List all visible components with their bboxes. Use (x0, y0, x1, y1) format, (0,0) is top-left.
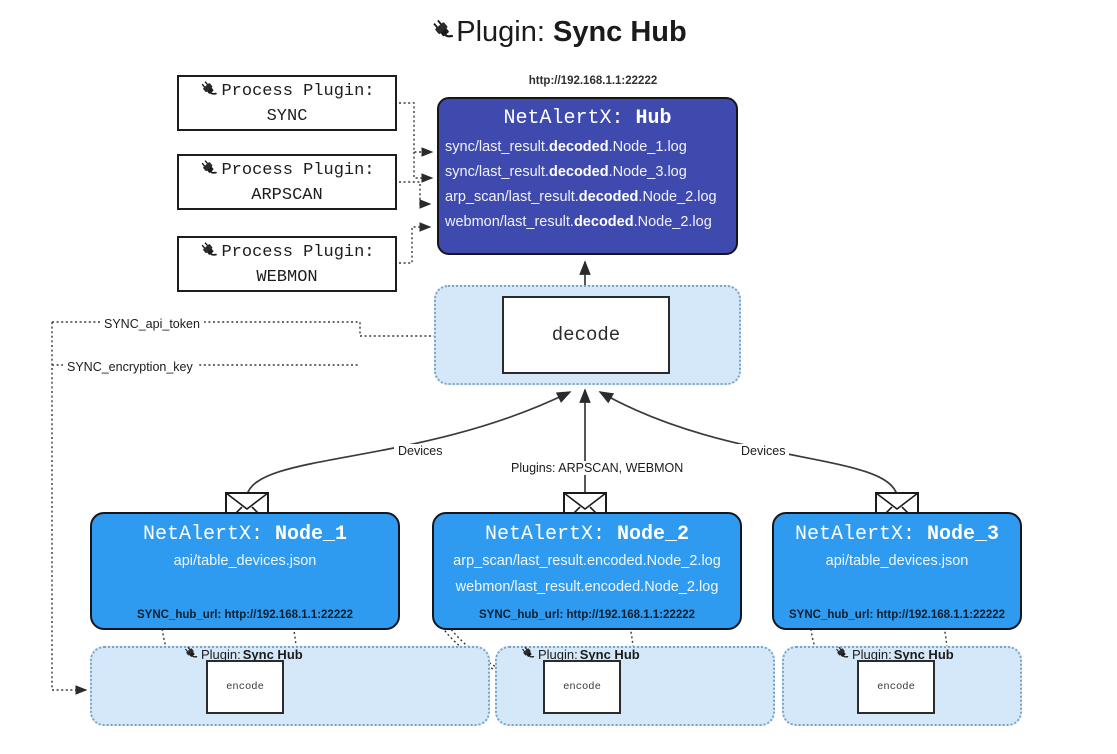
hub-title: NetAlertX: Hub (503, 107, 672, 130)
process-plugin-box-sync[interactable]: Process Plugin: SYNC (177, 75, 397, 131)
node-box-node-3[interactable]: NetAlertX: Node_3 api/table_devices.json… (772, 512, 1022, 630)
plug-icon (199, 240, 219, 268)
plugin-label-name: Sync Hub (242, 647, 303, 662)
process-plugin-name: WEBMON (256, 267, 318, 287)
sync-hub-plugin-panel-1 (90, 646, 490, 726)
plugin-label-1: Plugin: Sync Hub (183, 645, 303, 664)
node-box-node-1[interactable]: NetAlertX: Node_1 api/table_devices.json… (90, 512, 400, 630)
title-name: Sync Hub (552, 16, 687, 48)
node-title: NetAlertX: Node_1 (142, 523, 348, 546)
hub-url-label: http://192.168.1.1:22222 (528, 75, 658, 87)
hub-node-box[interactable]: NetAlertX: Hub sync/last_result.decoded.… (437, 97, 738, 255)
hub-log-line: sync/last_result.decoded.Node_1.log (445, 139, 687, 155)
page-title: Plugin: Sync Hub (0, 16, 1117, 51)
label-sync-encryption-key: SYNC_encryption_key (63, 360, 197, 374)
node-title: NetAlertX: Node_2 (484, 523, 690, 546)
node-artifact-line: arp_scan/last_result.encoded.Node_2.log (453, 553, 721, 569)
sync-hub-plugin-panel-2 (495, 646, 775, 726)
plugin-label-name: Sync Hub (579, 647, 640, 662)
label-plugins-middle: Plugins: ARPSCAN, WEBMON (507, 461, 688, 475)
hub-log-line: webmon/last_result.decoded.Node_2.log (445, 213, 712, 230)
plug-icon (183, 645, 199, 664)
node-hub-url-label: SYNC_hub_url: http://192.168.1.1:22222 (478, 609, 696, 621)
hub-log-line: sync/last_result.decoded.Node_3.log (445, 163, 687, 180)
hub-log-line: arp_scan/last_result.decoded.Node_2.log (445, 188, 717, 205)
process-plugin-box-webmon[interactable]: Process Plugin: WEBMON (177, 236, 397, 292)
process-plugin-label: Process Plugin: (221, 161, 375, 181)
plugin-label-3: Plugin: Sync Hub (834, 645, 954, 664)
plug-icon (199, 79, 219, 107)
process-plugin-label: Process Plugin: (221, 82, 375, 102)
label-sync-api-token: SYNC_api_token (100, 317, 204, 331)
node-artifact-line: api/table_devices.json (825, 553, 969, 569)
label-devices-left: Devices (394, 444, 447, 458)
plug-icon (430, 17, 456, 51)
plug-icon (834, 645, 850, 664)
process-plugin-box-arpscan[interactable]: Process Plugin: ARPSCAN (177, 154, 397, 210)
plugin-label-2: Plugin: Sync Hub (520, 645, 640, 664)
process-plugin-name: SYNC (266, 106, 308, 126)
label-devices-right: Devices (737, 444, 790, 458)
node-artifact-line: webmon/last_result.encoded.Node_2.log (455, 579, 719, 596)
plugin-label-prefix: Plugin: (852, 647, 892, 662)
plugin-label-name: Sync Hub (893, 647, 954, 662)
node-title: NetAlertX: Node_3 (794, 523, 1000, 546)
plugin-label-prefix: Plugin: (538, 647, 578, 662)
process-plugin-name: ARPSCAN (251, 185, 323, 205)
node-artifact-line: api/table_devices.json (173, 553, 317, 569)
plugin-label-prefix: Plugin: (201, 647, 241, 662)
title-prefix: Plugin: (456, 16, 553, 48)
plug-icon (199, 158, 219, 186)
node-hub-url-label: SYNC_hub_url: http://192.168.1.1:22222 (136, 609, 354, 621)
decode-box[interactable]: decode (502, 296, 670, 374)
plug-icon (520, 645, 536, 664)
encode-box-1[interactable]: encode (206, 660, 284, 714)
process-plugin-label: Process Plugin: (221, 243, 375, 263)
node-hub-url-label: SYNC_hub_url: http://192.168.1.1:22222 (788, 609, 1006, 621)
encode-box-2[interactable]: encode (543, 660, 621, 714)
node-box-node-2[interactable]: NetAlertX: Node_2 arp_scan/last_result.e… (432, 512, 742, 630)
encode-box-3[interactable]: encode (857, 660, 935, 714)
